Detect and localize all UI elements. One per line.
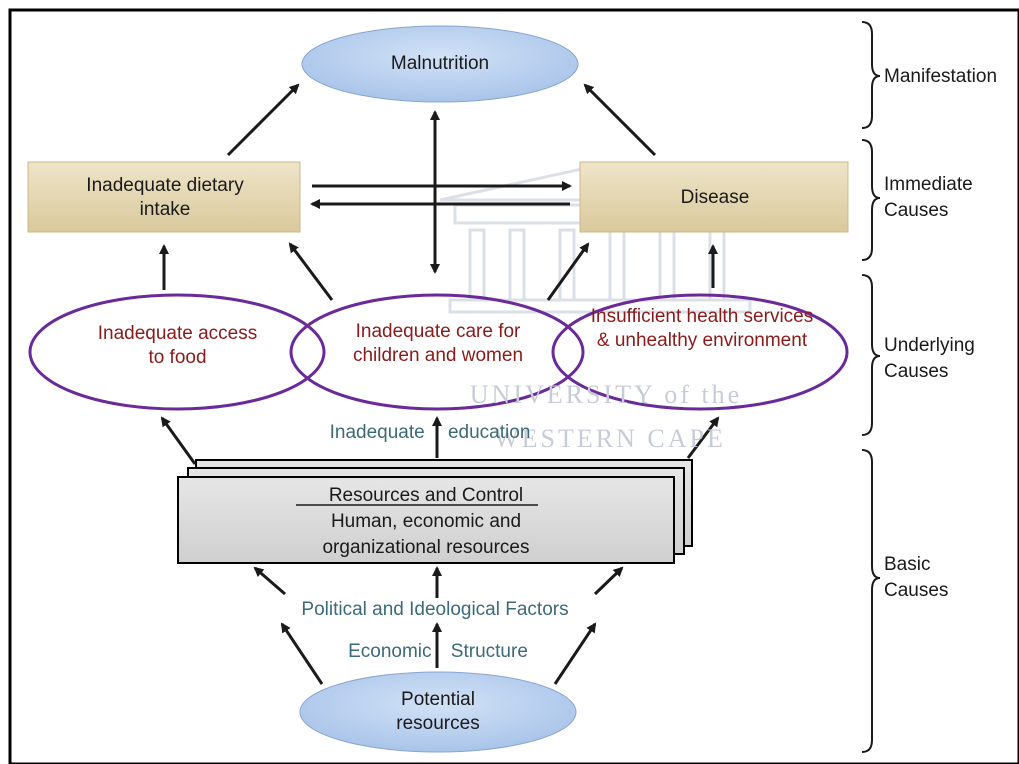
arrow-potential-left <box>280 622 324 685</box>
political-factors-label: Political and Ideological Factors <box>301 599 569 620</box>
disease-label: Disease <box>680 187 750 208</box>
access-food-oval <box>28 293 326 411</box>
resources-line1: Human, economic and <box>330 511 522 532</box>
health-oval <box>551 293 849 411</box>
arrow-political-left <box>253 566 286 596</box>
disease-box <box>579 161 849 233</box>
side-label-immediate: Immediate Causes <box>884 174 973 221</box>
arrow-dietary-to-malnutrition <box>226 83 300 157</box>
side-label-manifestation: Manifestation <box>884 66 998 87</box>
arrow-potential-right <box>553 622 597 685</box>
arrow-resources-to-health <box>686 416 720 459</box>
arrow-care-to-dietary <box>288 242 334 301</box>
care-label: Inadequate care for children and women <box>352 321 524 366</box>
resources-box <box>177 476 675 564</box>
side-label-basic: Basic Causes <box>884 554 949 601</box>
potential-resources-label: Potential resources <box>396 689 480 734</box>
education-label: Inadequate education <box>329 422 531 443</box>
economic-structure-label: Economic Structure <box>348 641 528 662</box>
health-label: Insufficient health services & unhealthy… <box>590 306 814 351</box>
brace-underlying <box>861 274 881 436</box>
figure-frame <box>8 8 1019 764</box>
resources-line2: organizational resources <box>322 537 530 558</box>
access-food-label: Inadequate access to food <box>97 323 258 368</box>
arrow-disease-to-malnutrition <box>583 83 657 157</box>
watermark-line1: UNIVERSITY of the <box>469 380 743 409</box>
care-oval <box>289 293 585 411</box>
resources-title: Resources and Control <box>328 485 524 506</box>
arrow-resources-to-food <box>160 416 197 465</box>
malnutrition-node <box>301 25 579 103</box>
watermark-line2: WESTERN CAPE <box>494 424 726 453</box>
brace-immediate <box>861 139 881 261</box>
malnutrition-label: Malnutrition <box>390 53 490 74</box>
potential-resources-node <box>299 671 577 753</box>
arrow-care-to-disease <box>546 242 590 301</box>
arrow-political-right <box>593 566 624 596</box>
dietary-intake-box <box>27 161 301 233</box>
side-label-underlying: Underlying Causes <box>884 335 975 382</box>
dietary-intake-label: Inadequate dietary intake <box>86 175 244 220</box>
brace-manifestation <box>861 21 881 129</box>
brace-basic <box>861 449 881 753</box>
